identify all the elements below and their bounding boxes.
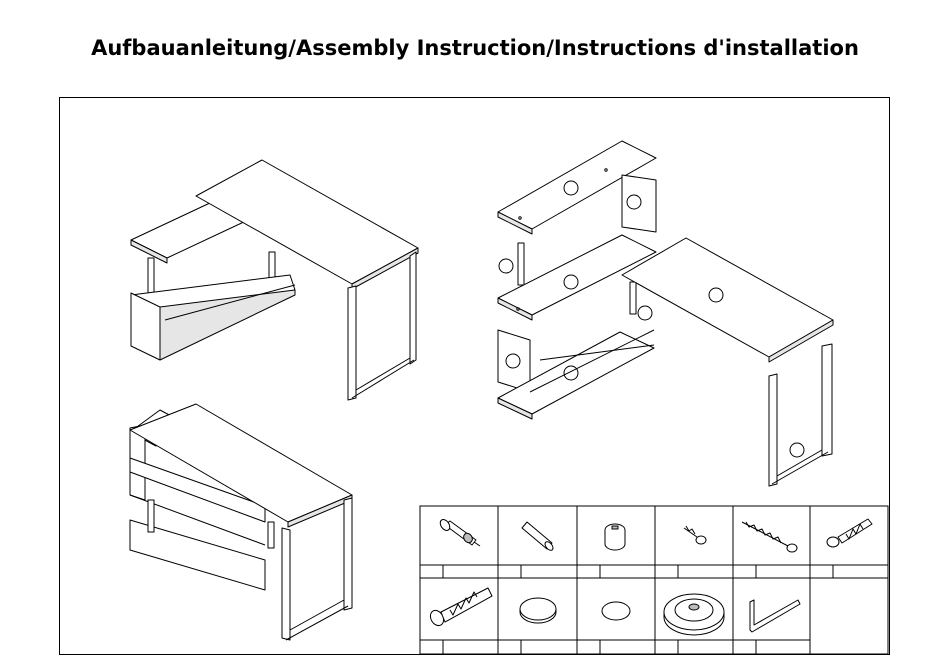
- assembled-desk-view-1: [131, 160, 418, 400]
- wooden-dowel-icon: [522, 522, 555, 552]
- rotating-plate-icon: [664, 594, 724, 635]
- long-screw-icon: [742, 522, 797, 552]
- cam-lock-icon: [605, 524, 625, 550]
- assembled-desk-view-2: [130, 404, 352, 640]
- cap-large-icon: [520, 598, 556, 623]
- cap-small-icon: [602, 602, 630, 620]
- exploded-view: [498, 141, 833, 486]
- connector-bolt-icon: [428, 588, 492, 628]
- machine-screw-icon: [827, 519, 872, 547]
- allen-key-icon: [750, 600, 800, 632]
- cam-bolt-icon: [438, 518, 480, 546]
- short-screw-icon: [684, 526, 706, 544]
- hardware-table: [420, 506, 888, 654]
